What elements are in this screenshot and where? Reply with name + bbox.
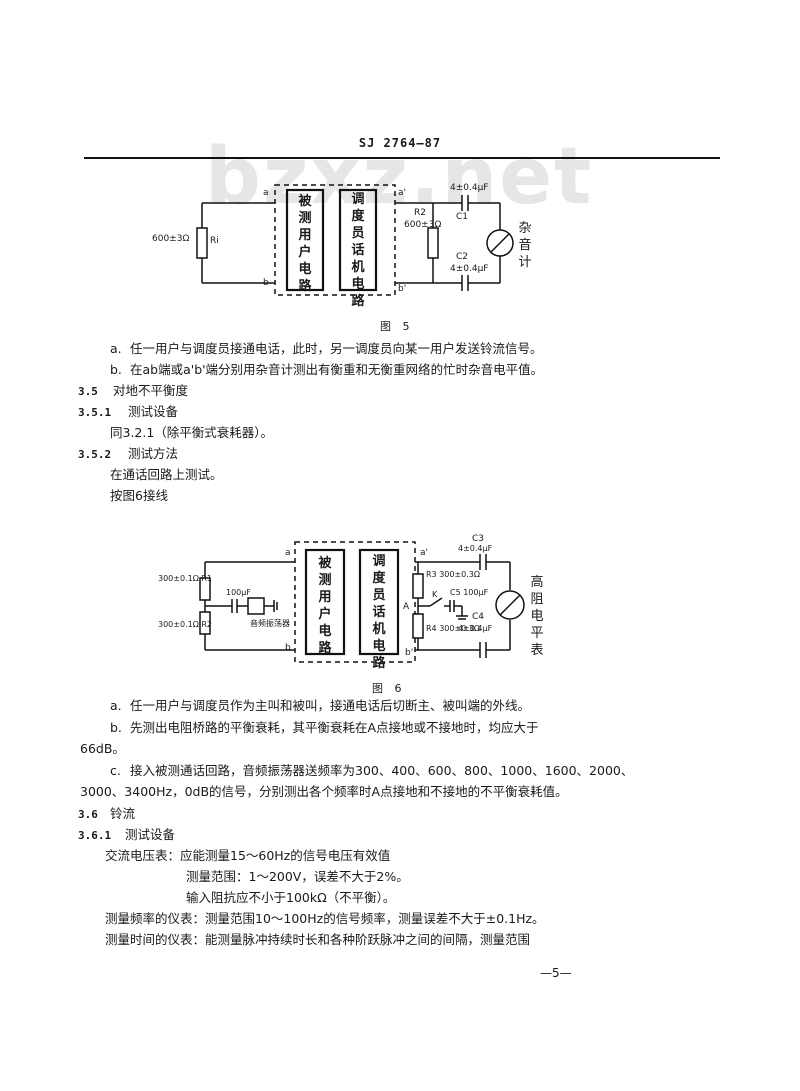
fig5-term-b2: b' — [398, 284, 407, 294]
fig5-box-user-circuit: 被测用户电路 — [298, 194, 312, 294]
item2-c-label: c. — [110, 763, 121, 778]
section-3-5-2-number: 3.5.2 — [78, 448, 112, 461]
watermark: bzxz.net — [205, 132, 594, 222]
section-3-5-title: 对地不平衡度 — [113, 383, 189, 398]
section-3-5-number: 3.5 — [78, 385, 98, 398]
fig5-c2-value: 4±0.4μF — [450, 264, 489, 274]
item2-c-text: 接入被测通话回路，音频振荡器送频率为300、400、600、800、1000、1… — [130, 763, 634, 778]
fig6-box-dispatcher-circuit: 调度员话机电路 — [372, 554, 386, 671]
input-impedance-line: 输入阻抗应不小于100kΩ（不平衡）。 — [186, 890, 396, 905]
fig6-term-b: b — [285, 643, 291, 653]
fig5-r1-value: 600±3Ω — [152, 234, 190, 244]
fig5-r2-value: 600±3Ω — [404, 220, 442, 230]
figure-5-circuit — [196, 184, 514, 296]
section-3-6-1-title: 测试设备 — [125, 827, 176, 842]
fig6-term-b2: b' — [405, 648, 414, 658]
section-3-5-1-number: 3.5.1 — [78, 406, 112, 419]
figure-6: 300±0.1Ω R1 300±0.1Ω R2 100μF 音频振荡器 a b … — [150, 530, 630, 680]
fig6-box-user-circuit: 被测用户电路 — [318, 556, 332, 656]
figure-5: 600±3Ω Ri a b a' b' 被测用户电路 调度员话机电路 R2 60… — [150, 170, 630, 310]
fig5-c1-name: C1 — [456, 212, 469, 222]
figure-6-caption: 图 6 — [372, 682, 406, 695]
section-3-5-2-body-1: 在通话回路上测试。 — [110, 467, 223, 482]
timing-meter-line: 测量时间的仪表：能测量脉冲持续时长和各种阶跃脉冲之间的间隔，测量范围 — [105, 932, 531, 947]
item-a-text: 任一用户与调度员接通电话，此时，另一调度员向某一用户发送铃流信号。 — [130, 341, 543, 356]
header-rule — [84, 157, 720, 159]
fig6-r3-label: R3 300±0.3Ω — [426, 570, 480, 579]
item-b-label: b. — [110, 362, 122, 377]
fig5-term-b: b — [263, 278, 269, 288]
figure-6-circuit — [199, 541, 525, 663]
section-3-5-1-title: 测试设备 — [128, 404, 179, 419]
fig6-term-a: a — [285, 548, 291, 558]
section-3-5-2-title: 测试方法 — [128, 446, 179, 461]
fig6-c3-value: 4±0.4μF — [458, 544, 493, 553]
fig6-c4-name: C4 — [472, 612, 485, 622]
fig6-r2-label: 300±0.1Ω R2 — [158, 620, 212, 629]
figure-5-caption: 图 5 — [380, 320, 414, 333]
page-number: —5— — [540, 966, 572, 980]
ac-voltmeter-line: 交流电压表：应能测量15～60Hz的信号电压有效值 — [105, 848, 391, 863]
fig6-level-meter-label: 高阻电平表 — [530, 575, 544, 658]
section-3-6-1-number: 3.6.1 — [78, 829, 112, 842]
section-3-6-title: 铃流 — [110, 806, 136, 821]
section-3-5-1-body: 同3.2.1（除平衡式衰耗器）。 — [110, 425, 274, 440]
section-3-5-2-body-2: 按图6接线 — [110, 488, 168, 503]
item2-b-continuation: 66dB。 — [80, 741, 125, 756]
fig6-c4-value: 4±0.4μF — [458, 624, 493, 633]
fig5-term-a2: a' — [398, 188, 406, 198]
item2-c-continuation: 3000、3400Hz，0dB的信号，分别测出各个频率时A点接地和不接地的不平衡… — [80, 784, 568, 799]
item2-b-label: b. — [110, 720, 122, 735]
frequency-meter-line: 测量频率的仪表：测量范围10～100Hz的信号频率，测量误差不大于±0.1Hz。 — [105, 911, 545, 926]
fig5-noise-meter-label: 杂音计 — [518, 221, 532, 270]
fig6-point-a-label: A — [403, 602, 410, 612]
fig5-c1-value: 4±0.4μF — [450, 183, 489, 193]
fig6-c5-label: C5 100μF — [450, 588, 489, 597]
fig6-r4-label: R4 300±0.3Ω — [426, 624, 480, 633]
measurement-range-line: 测量范围：1～200V，误差不大于2%。 — [186, 869, 409, 884]
item-a-label: a. — [110, 341, 122, 356]
fig6-c-label: 100μF — [226, 588, 251, 597]
fig5-box-dispatcher-circuit: 调度员话机电路 — [351, 192, 365, 309]
item2-a-label: a. — [110, 698, 122, 713]
section-3-6-number: 3.6 — [78, 808, 98, 821]
fig5-c2-name: C2 — [456, 252, 469, 262]
item-b-text: 在ab端或a'b'端分别用杂音计测出有衡重和无衡重网络的忙时杂音电平值。 — [130, 362, 544, 377]
standard-code-header: SJ 2764—87 — [358, 136, 442, 150]
item2-a-text: 任一用户与调度员作为主叫和被叫，接通电话后切断主、被叫端的外线。 — [130, 698, 531, 713]
fig5-r1-name: Ri — [210, 236, 219, 246]
fig5-r2-name: R2 — [414, 208, 426, 218]
fig6-r1-label: 300±0.1Ω R1 — [158, 574, 212, 583]
fig6-oscillator-label: 音频振荡器 — [250, 619, 290, 628]
item2-b-text: 先测出电阻桥路的平衡衰耗，其平衡衰耗在A点接地或不接地时，均应大于 — [130, 720, 539, 735]
fig6-switch-k-label: K — [432, 590, 438, 599]
fig5-term-a: a — [263, 188, 269, 198]
fig6-c3-name: C3 — [472, 534, 485, 544]
fig6-term-a2: a' — [420, 548, 428, 558]
